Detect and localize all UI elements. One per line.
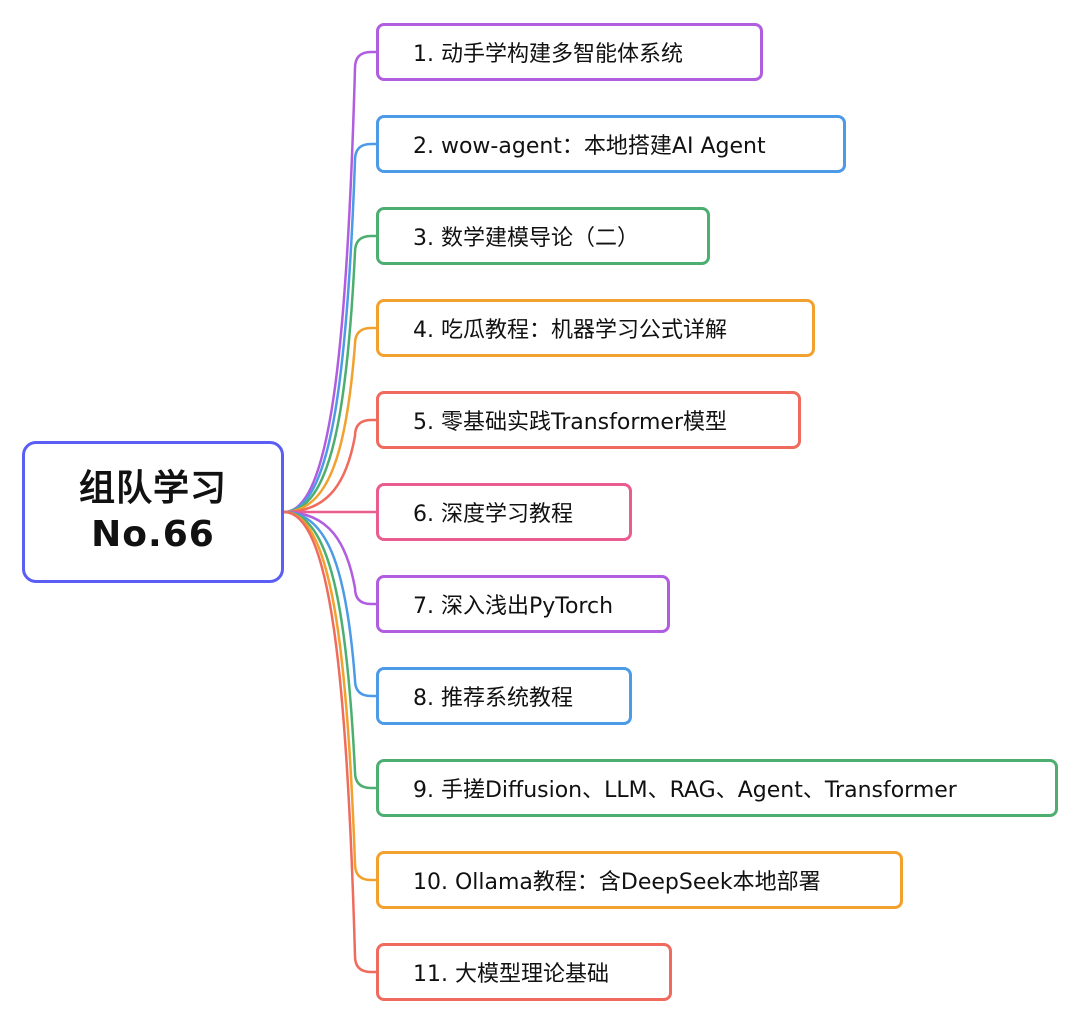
branch-node-7: 7. 深入浅出PyTorch <box>376 575 670 633</box>
branch-node-1: 1. 动手学构建多智能体系统 <box>376 23 763 81</box>
branch-node-11: 11. 大模型理论基础 <box>376 943 672 1001</box>
connector-line-8 <box>282 510 378 698</box>
branch-node-3: 3. 数学建模导论（二） <box>376 207 710 265</box>
branch-label: 9. 手搓Diffusion、LLM、RAG、Agent、Transformer <box>413 778 957 803</box>
connector-line-7 <box>282 510 378 606</box>
connector-line-1 <box>282 50 378 514</box>
branch-node-5: 5. 零基础实践Transformer模型 <box>376 391 801 449</box>
connector-line-11 <box>282 510 378 974</box>
branch-label: 5. 零基础实践Transformer模型 <box>413 410 727 435</box>
root-title: 组队学习 <box>78 468 227 509</box>
branch-label: 8. 推荐系统教程 <box>413 686 573 711</box>
branch-label: 3. 数学建模导论（二） <box>413 226 639 251</box>
branch-node-4: 4. 吃瓜教程：机器学习公式详解 <box>376 299 815 357</box>
branch-label: 10. Ollama教程：含DeepSeek本地部署 <box>413 870 821 895</box>
branch-node-9: 9. 手搓Diffusion、LLM、RAG、Agent、Transformer <box>376 759 1058 817</box>
branch-node-6: 6. 深度学习教程 <box>376 483 632 541</box>
connector-line-10 <box>282 510 378 882</box>
branch-label: 4. 吃瓜教程：机器学习公式详解 <box>413 318 727 343</box>
branch-label: 1. 动手学构建多智能体系统 <box>413 42 683 67</box>
root-subtitle: No.66 <box>91 514 215 555</box>
branch-node-2: 2. wow-agent：本地搭建AI Agent <box>376 115 846 173</box>
branch-node-8: 8. 推荐系统教程 <box>376 667 632 725</box>
connector-line-9 <box>282 510 378 790</box>
branch-label: 7. 深入浅出PyTorch <box>413 594 614 619</box>
connector-line-5 <box>282 418 378 514</box>
connector-line-4 <box>282 326 378 514</box>
connector-line-2 <box>282 142 378 514</box>
branch-label: 2. wow-agent：本地搭建AI Agent <box>413 134 766 159</box>
branch-node-10: 10. Ollama教程：含DeepSeek本地部署 <box>376 851 903 909</box>
branch-label: 6. 深度学习教程 <box>413 502 573 527</box>
root-node: 组队学习 No.66 <box>22 441 284 583</box>
branch-label: 11. 大模型理论基础 <box>413 962 609 987</box>
connector-line-3 <box>282 234 378 514</box>
